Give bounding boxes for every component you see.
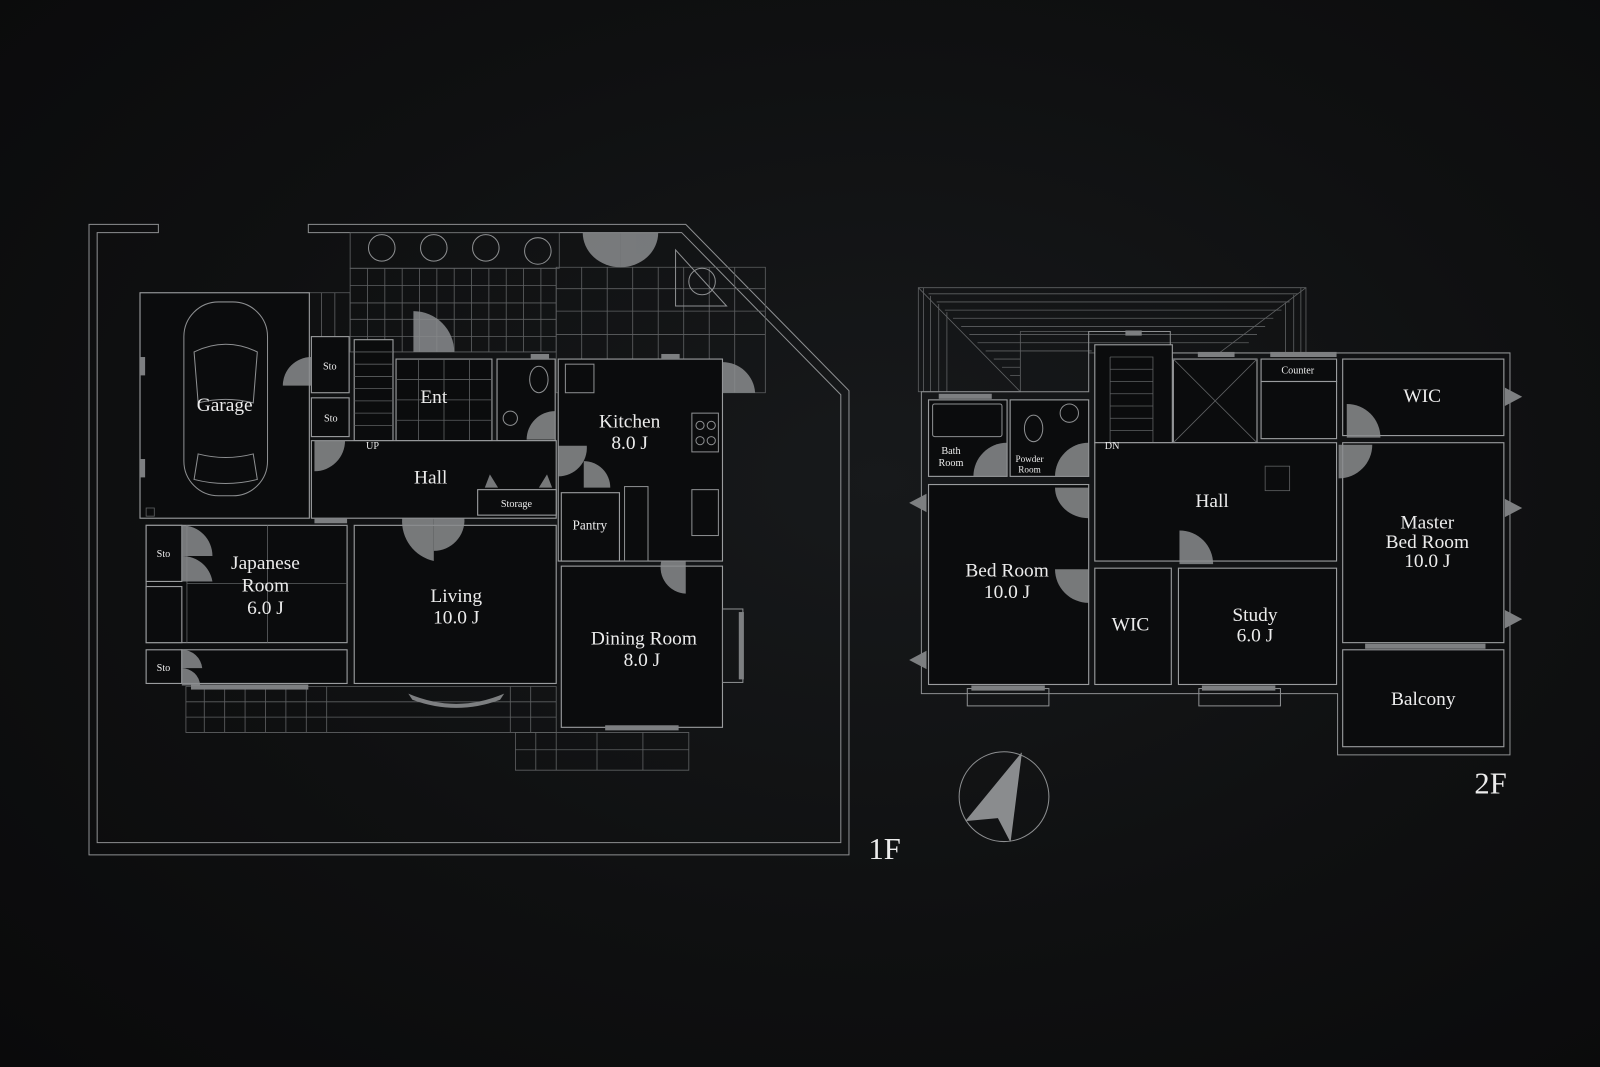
room-garage (139, 292, 310, 519)
label-powder: Powder (1016, 454, 1044, 464)
room-pantry (560, 492, 621, 562)
room-living (353, 524, 557, 685)
room-sto-4 (145, 649, 183, 685)
floor-1f: Garage Sto Sto Ent UP Hall Storage Kitch… (88, 223, 901, 866)
label-japanese-size: 6.0 J (247, 598, 284, 619)
doors-2f (973, 403, 1381, 603)
label-master-size: 10.0 J (1404, 551, 1451, 572)
label-japanese-room: Room (242, 576, 289, 597)
windows-1f (140, 353, 744, 731)
garden (306, 232, 766, 394)
label-bedroom-size: 10.0 J (984, 582, 1031, 603)
stairs-2f (1094, 344, 1173, 444)
label-hall-2f: Hall (1195, 491, 1228, 512)
room-sto-1 (310, 336, 350, 394)
label-counter: Counter (1281, 365, 1314, 376)
label-pantry: Pantry (573, 517, 608, 532)
doors-1f (181, 232, 756, 686)
north-arrow-icon (958, 751, 1050, 843)
label-japanese: Japanese (231, 553, 300, 574)
label-master: Master (1400, 512, 1454, 533)
label-dn: DN (1105, 441, 1120, 452)
stairs-1f (353, 339, 394, 442)
label-dining-size: 8.0 J (624, 650, 661, 671)
windows-2f (909, 330, 1523, 691)
label-kitchen-size: 8.0 J (611, 433, 648, 454)
room-dining (560, 565, 724, 728)
label-sto-1: Sto (323, 361, 337, 372)
label-storage: Storage (501, 499, 533, 510)
label-study-size: 6.0 J (1237, 626, 1274, 647)
label-up: UP (366, 441, 379, 452)
car-icon (183, 301, 269, 497)
label-master-bedroom: Bed Room (1386, 532, 1469, 553)
room-sto-2 (310, 397, 350, 438)
label-study: Study (1232, 605, 1278, 626)
tree-icon (367, 234, 716, 296)
label-dining: Dining Room (591, 629, 697, 650)
label-bath: Bath (941, 446, 960, 457)
room-storage (477, 489, 557, 516)
floor-label-1f: 1F (869, 832, 901, 866)
room-master (1342, 442, 1505, 644)
room-study (1177, 567, 1338, 686)
label-bath-room: Room (939, 458, 964, 469)
room-sto-3 (145, 524, 183, 583)
label-sto-4: Sto (157, 663, 171, 674)
room-wic (1094, 567, 1172, 686)
label-wic-master: WIC (1403, 386, 1441, 407)
label-living-size: 10.0 J (433, 607, 480, 628)
room-hall-1f (310, 440, 557, 519)
floor-2f: Bath Room Powder Room DN Counter Hall WI… (909, 287, 1523, 801)
room-hall-2f (1094, 442, 1338, 562)
label-kitchen: Kitchen (599, 411, 661, 432)
label-balcony: Balcony (1391, 689, 1456, 710)
label-hall-1f: Hall (414, 468, 447, 489)
room-balcony (1342, 649, 1505, 748)
label-sto-3: Sto (157, 549, 171, 560)
label-bedroom: Bed Room (965, 560, 1048, 581)
floor-label-2f: 2F (1474, 767, 1506, 801)
label-sto-2: Sto (324, 413, 338, 424)
label-ent: Ent (420, 387, 448, 408)
lot-boundary (88, 223, 850, 856)
label-garage: Garage (197, 395, 253, 416)
label-powder-room: Room (1018, 464, 1040, 474)
label-living: Living (430, 586, 482, 607)
label-wic: WIC (1112, 614, 1150, 635)
terrace (185, 686, 690, 771)
